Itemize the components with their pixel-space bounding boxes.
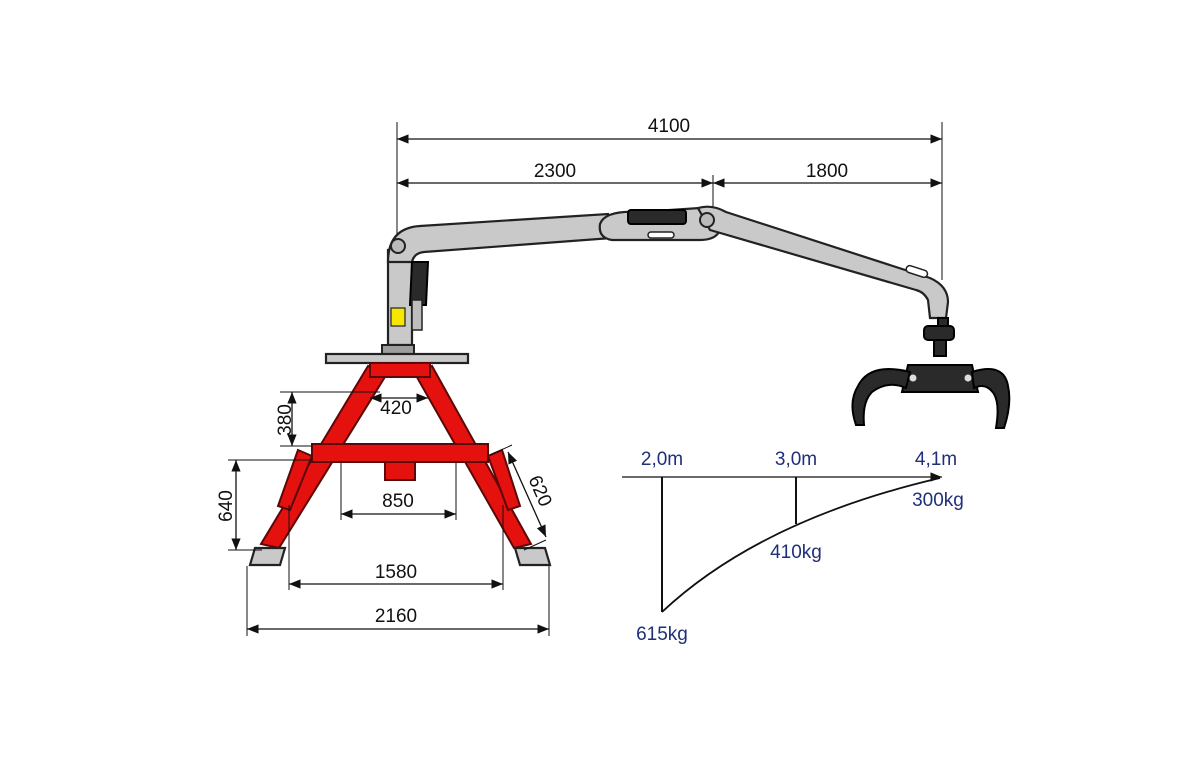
- hitch-bracket: [384, 461, 416, 481]
- turntable-plate: [324, 352, 470, 365]
- lift-cylinder: [408, 261, 430, 306]
- jib-cylinder: [627, 209, 687, 225]
- dimension-2160-label: 2160: [375, 606, 417, 627]
- jib-pivot-icon: [699, 212, 715, 228]
- dimension-420-label: 420: [380, 398, 412, 419]
- frame-dimensions: 380 420 640 850 620 1580 2160: [216, 391, 556, 636]
- crane-boom: [324, 205, 955, 365]
- load-curve: [661, 477, 941, 613]
- load-chart: 2,0m 3,0m 4,1m 615kg 410kg 300kg: [622, 449, 964, 645]
- main-boom: [386, 212, 614, 264]
- distance-2m-label: 2,0m: [641, 449, 683, 470]
- frame-top-block: [369, 362, 431, 378]
- dimension-1800-label: 1800: [806, 161, 848, 182]
- support-frame: [248, 362, 552, 567]
- grapple-right-jaw: [970, 368, 1011, 429]
- warning-sticker: [390, 307, 406, 327]
- left-foot: [248, 546, 287, 567]
- load-410kg-label: 410kg: [770, 542, 822, 563]
- load-300kg-label: 300kg: [912, 490, 964, 511]
- mast-pivot-icon: [390, 238, 406, 254]
- dimension-4100-label: 4100: [648, 116, 690, 137]
- grapple: [851, 364, 1011, 429]
- distance-3m-label: 3,0m: [775, 449, 817, 470]
- dimension-2300-label: 2300: [534, 161, 576, 182]
- rotator-link: [937, 317, 949, 327]
- dimension-380-label: 380: [275, 404, 296, 436]
- dimension-1580-label: 1580: [375, 562, 417, 583]
- reach-dimensions: 4100 2300 1800: [396, 116, 943, 280]
- right-foot: [513, 546, 552, 567]
- jib-boom: [696, 205, 950, 320]
- distance-4-1m-label: 4,1m: [915, 449, 957, 470]
- dimension-620-label: 620: [524, 472, 556, 510]
- load-615kg-label: 615kg: [636, 624, 688, 645]
- rotator-icon: [923, 325, 955, 341]
- crossbeam: [311, 443, 489, 463]
- dimension-640-label: 640: [216, 490, 237, 522]
- mast-column: [386, 248, 414, 347]
- dimension-850-label: 850: [382, 491, 414, 512]
- grapple-left-jaw: [851, 368, 912, 426]
